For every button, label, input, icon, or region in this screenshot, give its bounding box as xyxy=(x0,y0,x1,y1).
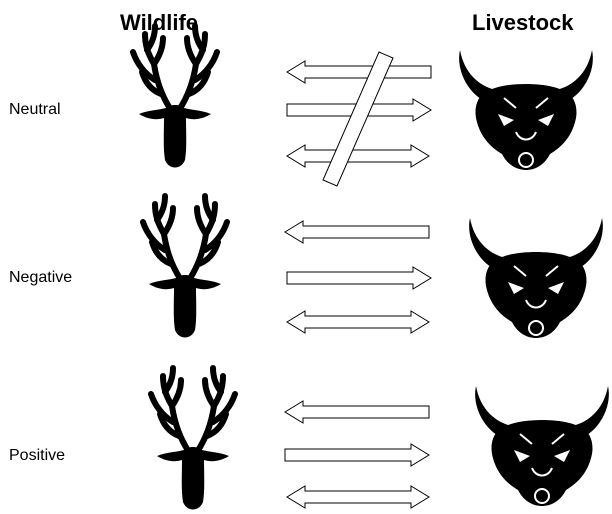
deer-head-icon xyxy=(133,26,217,168)
arrow-left xyxy=(284,220,430,244)
arrow-bidirectional xyxy=(286,310,430,334)
bull-head-icon xyxy=(458,49,594,171)
blocking-bar xyxy=(322,51,394,187)
arrow-bidirectional xyxy=(286,485,430,509)
arrow-left xyxy=(284,400,430,424)
bull-head-icon xyxy=(468,217,604,339)
bull-head-icon xyxy=(474,385,610,507)
deer-head-icon xyxy=(151,368,235,510)
arrow-right xyxy=(286,266,432,290)
arrow-bidirectional xyxy=(286,144,430,168)
deer-head-icon xyxy=(143,196,227,338)
row-label-negative: Negative xyxy=(9,269,73,286)
row-label-positive: Positive xyxy=(9,447,66,464)
arrow-left xyxy=(286,60,432,84)
row-label-neutral: Neutral xyxy=(9,101,61,118)
livestock-heading: Livestock xyxy=(472,10,574,35)
wildlife-heading: Wildlife xyxy=(120,10,199,35)
arrow-right xyxy=(284,443,430,467)
